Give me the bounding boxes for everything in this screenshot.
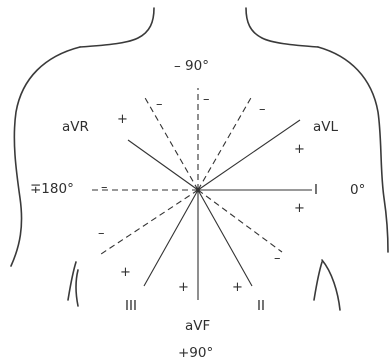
left-arm-outer-outline: [68, 262, 76, 300]
sign-ii-plus: +: [232, 280, 243, 295]
lead-iii-negative-axis: [198, 96, 252, 190]
sign-avr-plus: +: [117, 112, 128, 127]
sign-avl-plus: +: [294, 142, 305, 157]
label-iii: III: [125, 298, 137, 314]
right-arm-outer-outline: [314, 262, 322, 300]
sign-iii-minus: –: [259, 102, 266, 117]
label-avf: aVF: [185, 318, 210, 334]
left-arm-inner-outline: [76, 270, 78, 306]
sign-avl-minus: –: [98, 226, 105, 241]
lead-ii-positive-axis: [198, 190, 252, 286]
label-minus-90: – 90°: [174, 58, 209, 74]
label-ii: II: [257, 298, 265, 314]
label-plus-minus-180: ∓180°: [30, 181, 74, 197]
sign-avf-plus: +: [178, 280, 189, 295]
lead-ii-negative-axis: [144, 96, 198, 190]
label-avr: aVR: [62, 119, 89, 135]
label-zero-degrees: 0°: [350, 182, 365, 198]
lead-avr-negative-axis: [198, 190, 282, 252]
lead-avr-positive-axis: [128, 140, 198, 190]
neck-left-outline: [80, 8, 154, 47]
lead-avl-positive-axis: [198, 120, 300, 190]
label-lead-i: I: [314, 182, 318, 198]
sign-ii-minus: –: [156, 97, 163, 112]
sign-iii-plus: +: [120, 265, 131, 280]
lead-iii-positive-axis: [144, 190, 198, 286]
sign-lead-i-plus: +: [294, 201, 305, 216]
sign-lead-i-minus: –: [101, 180, 108, 195]
neck-right-outline: [246, 8, 318, 47]
label-plus-90: +90°: [178, 345, 213, 361]
label-avl: aVL: [313, 119, 339, 135]
lead-avl-negative-axis: [98, 190, 198, 256]
left-shoulder-outline: [11, 47, 80, 266]
right-arm-inner-outline: [322, 260, 340, 310]
sign-avf-minus: –: [203, 92, 210, 107]
right-shoulder-outline: [318, 47, 388, 252]
sign-avr-minus: –: [274, 251, 281, 266]
